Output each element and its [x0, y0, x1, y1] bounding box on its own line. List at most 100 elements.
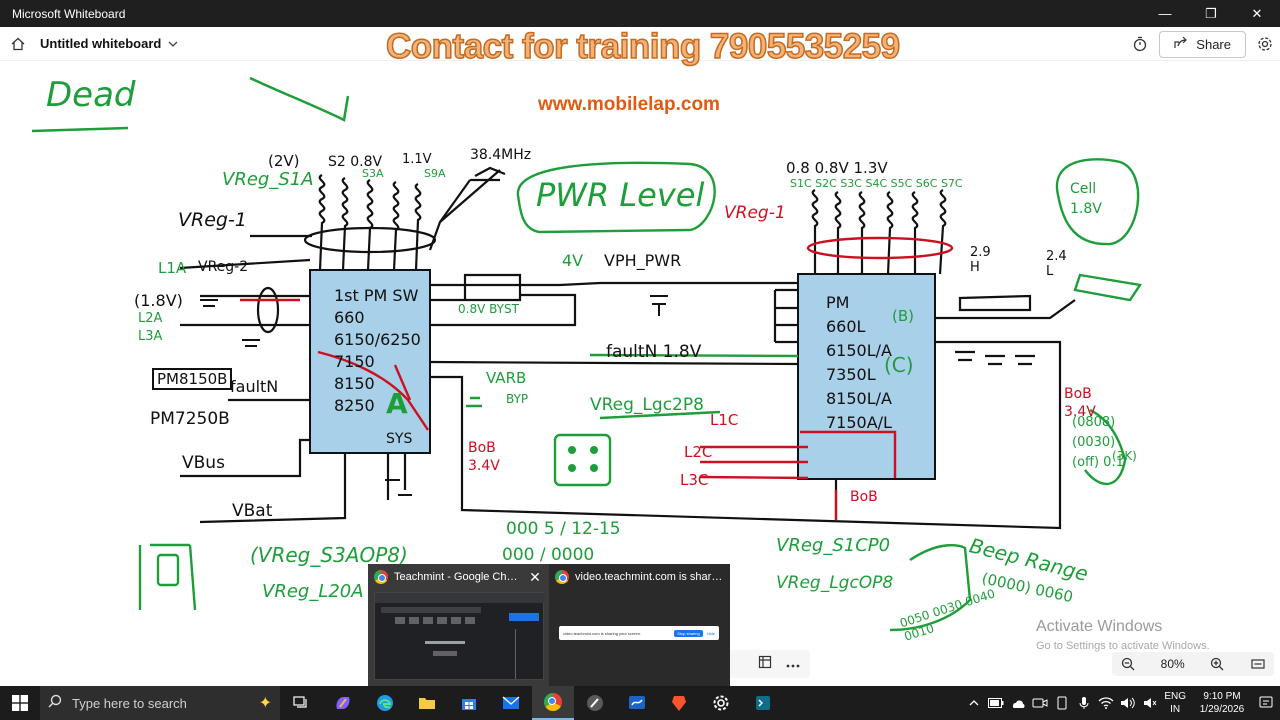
search-placeholder: Type here to search [72, 695, 187, 711]
copilot-icon[interactable] [322, 686, 364, 720]
maximize-button[interactable]: ❐ [1205, 5, 1217, 21]
system-tray: ENG IN 9:10 PM 1/29/2026 [966, 686, 1280, 720]
label-vreg-2: VReg-2 [198, 259, 249, 275]
label-pwr-level: PWR Level [536, 176, 705, 214]
label-1-8v: (1.8V) [134, 291, 183, 310]
app-title: Microsoft Whiteboard [12, 6, 126, 21]
terminal-icon[interactable] [742, 686, 784, 720]
activate-windows-subtitle: Go to Settings to activate Windows. [1036, 640, 1210, 652]
thumbnail-teachmint[interactable]: Teachmint - Google Chro... ✕ [368, 564, 549, 686]
share-button[interactable]: Share [1159, 30, 1246, 58]
clock-date: 1/29/2026 [1199, 704, 1245, 715]
taskbar-thumbnails: Teachmint - Google Chro... ✕ video.teach… [368, 564, 730, 686]
window-titlebar: Microsoft Whiteboard — ❐ ✕ [0, 0, 1280, 27]
volume-icon[interactable] [1120, 695, 1136, 711]
notifications-icon[interactable] [1258, 695, 1274, 711]
language-code: ENG [1164, 691, 1186, 702]
whiteboard-canvas[interactable]: Dead PWR Level VReg_S1A (2V) S2 0.8V 1.1… [0, 61, 1280, 686]
store-icon[interactable] [448, 686, 490, 720]
label-2-4-l: 2.4 L [1046, 249, 1067, 279]
zoom-level: 80% [1160, 657, 1185, 671]
minimize-button[interactable]: — [1158, 6, 1172, 21]
window-controls: — ❐ ✕ [1142, 0, 1280, 27]
phone-link-icon[interactable] [1054, 695, 1070, 711]
label-l2a: L2A [138, 311, 163, 326]
label-s2-08v: S2 0.8V [328, 154, 383, 170]
timer-icon[interactable] [1131, 35, 1149, 53]
ink-drawing [31, 76, 1143, 632]
edge-icon[interactable] [364, 686, 406, 720]
more-options-icon[interactable] [786, 655, 800, 673]
thumbnail-preview [374, 592, 545, 680]
windows-icon [12, 695, 28, 711]
close-button[interactable]: ✕ [1251, 5, 1263, 21]
pm-right-c: (C) [884, 353, 914, 377]
label-vreg-s1a: VReg_S1A [222, 169, 314, 190]
settings-taskbar-icon[interactable] [700, 686, 742, 720]
pm-right-b: (B) [892, 307, 914, 325]
board-toolbar [722, 650, 810, 678]
gear-icon[interactable] [1256, 35, 1274, 53]
thumbnail-close-button[interactable]: ✕ [529, 568, 541, 585]
board-title[interactable]: Untitled whiteboard [40, 36, 162, 51]
thumbnail-header: Teachmint - Google Chro... ✕ [368, 564, 549, 590]
speaker-icon[interactable] [1142, 695, 1158, 711]
task-view-icon[interactable] [280, 686, 322, 720]
label-2v: (2V) [268, 152, 300, 170]
label-vbus: VBus [182, 453, 225, 473]
label-sys: SYS [386, 431, 413, 447]
sharing-text: video.teachmint.com is sharing your scre… [563, 630, 642, 636]
label-vreg-l20a: VReg_L20A [262, 581, 364, 602]
chrome-taskbar-icon[interactable] [532, 686, 574, 720]
label-byp: BYP [506, 392, 529, 406]
network-icon[interactable] [1098, 695, 1114, 711]
chrome-icon [374, 570, 388, 584]
zoom-controls: 80% [1112, 652, 1274, 676]
label-pm8150b: PM8150B [152, 368, 233, 390]
fit-screen-icon[interactable] [1250, 656, 1266, 672]
hide-button[interactable]: Hide [706, 630, 715, 636]
label-vreg-1-left: VReg-1 [178, 209, 247, 231]
clock-time: 9:10 PM [1203, 691, 1241, 702]
zoom-out-icon[interactable] [1120, 656, 1136, 672]
region-code: IN [1170, 704, 1181, 715]
pm-left-a: A [386, 387, 408, 420]
clock[interactable]: 9:10 PM 1/29/2026 [1192, 690, 1252, 716]
pm-left-label: 1st PM SW 660 6150/6250 7150 8150 8250 [334, 286, 421, 415]
microphone-icon[interactable] [1076, 695, 1092, 711]
label-s9a: S9A [424, 167, 446, 180]
pages-icon[interactable] [758, 655, 772, 674]
cloud-icon[interactable] [1010, 695, 1026, 711]
home-icon[interactable] [10, 36, 26, 52]
thumbnail-title: video.teachmint.com is sharing ... [575, 571, 724, 583]
label-1-1v: 1.1V [402, 152, 432, 167]
taskbar-search[interactable]: Type here to search ✦ [40, 686, 280, 720]
chevron-down-icon[interactable] [167, 38, 179, 50]
zoom-in-icon[interactable] [1209, 656, 1225, 672]
chrome-icon [555, 570, 569, 584]
label-vreg-1-right: VReg-1 [724, 203, 786, 223]
label-dead: Dead [46, 75, 136, 115]
stop-sharing-button[interactable]: Stop sharing [674, 629, 703, 637]
thumbnail-title: Teachmint - Google Chro... [394, 571, 521, 583]
search-icon [48, 694, 62, 713]
meet-icon[interactable] [1032, 695, 1048, 711]
windows-taskbar: Type here to search ✦ [0, 686, 1280, 720]
pm-right-label: PM 660L 6150L/A 7350L 8150L/A 7150A/L [826, 293, 892, 432]
sharing-banner: video.teachmint.com is sharing your scre… [559, 626, 719, 640]
battery-icon[interactable] [988, 695, 1004, 711]
label-vreg-lgc2p8: VReg_Lgc2P8 [590, 395, 704, 415]
file-explorer-icon[interactable] [406, 686, 448, 720]
website-url: www.mobilelap.com [538, 94, 720, 115]
brave-icon[interactable] [658, 686, 700, 720]
thumbnail-sharing[interactable]: video.teachmint.com is sharing ... video… [549, 564, 730, 686]
label-vreg-s3aop8: (VReg_S3AOP8) [250, 543, 408, 567]
whiteboard-icon[interactable] [616, 686, 658, 720]
language-indicator[interactable]: ENG IN [1164, 690, 1186, 716]
label-l3a: L3A [138, 329, 163, 344]
pen-app-icon[interactable] [574, 686, 616, 720]
mail-icon[interactable] [490, 686, 532, 720]
start-button[interactable] [0, 686, 40, 720]
chevron-up-icon[interactable] [966, 695, 982, 711]
